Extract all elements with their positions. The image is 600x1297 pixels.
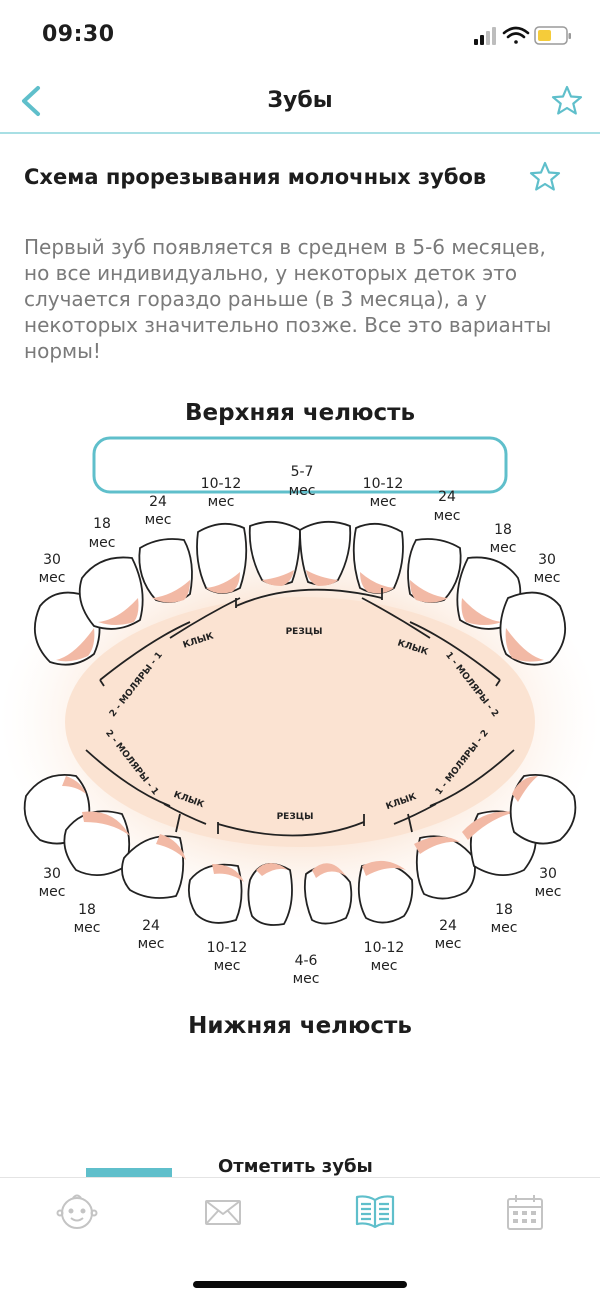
upper-tooth-central-left[interactable]	[248, 520, 301, 586]
svg-text:мес: мес	[293, 971, 320, 987]
back-chevron-icon[interactable]	[14, 82, 48, 120]
teeth-diagram: РЕЗЦЫ КЛЫК КЛЫК 2 - МОЛЯРЫ - 1 1 - МОЛЯР…	[0, 436, 600, 987]
lower-jaw-title: Нижняя челюсть	[188, 1013, 412, 1039]
svg-text:мес: мес	[491, 920, 518, 936]
baby-face-icon[interactable]	[55, 1192, 99, 1232]
svg-text:10-12: 10-12	[207, 940, 248, 956]
signal-icon	[474, 27, 496, 45]
upper-age-canine-left: 24 мес	[145, 494, 172, 528]
favorite-star-icon[interactable]	[550, 84, 584, 118]
calendar-icon[interactable]	[503, 1192, 547, 1232]
lower-tooth-lateral-right[interactable]	[357, 860, 414, 924]
status-icons	[474, 26, 571, 45]
lower-tooth-canine-right[interactable]	[414, 835, 476, 900]
mark-teeth-label: Отметить зубы	[218, 1156, 373, 1177]
svg-text:мес: мес	[89, 535, 116, 551]
upper-tooth-lateral-right[interactable]	[352, 522, 404, 594]
svg-text:24: 24	[439, 918, 457, 934]
svg-text:30: 30	[43, 552, 61, 568]
upper-age-lateral-left: 10-12 мес	[201, 476, 242, 510]
tab-bar	[0, 1177, 600, 1297]
upper-age-molar1-right: 18 мес	[490, 522, 517, 556]
svg-text:24: 24	[149, 494, 167, 510]
lower-age-lateral-right: 10-12 мес	[364, 940, 405, 974]
svg-text:4-6: 4-6	[295, 953, 318, 969]
upper-tooth-lateral-left[interactable]	[196, 522, 248, 594]
upper-age-central: 5-7 мес	[289, 464, 316, 499]
lower-age-molar1-right: 18 мес	[491, 902, 518, 936]
svg-text:18: 18	[494, 522, 512, 538]
selected-tooth-frame[interactable]	[92, 436, 508, 494]
svg-text:мес: мес	[138, 936, 165, 952]
svg-text:мес: мес	[490, 540, 517, 556]
lower-age-lateral-left: 10-12 мес	[207, 940, 248, 974]
lower-age-molar2-right: 30 мес	[535, 866, 562, 900]
upper-age-molar2-right: 30 мес	[534, 552, 561, 586]
svg-text:10-12: 10-12	[201, 476, 242, 492]
svg-text:18: 18	[495, 902, 513, 918]
home-indicator	[193, 1281, 407, 1288]
lower-age-molar2-left: 30 мес	[39, 866, 66, 900]
article-favorite-star-icon[interactable]	[528, 160, 562, 194]
svg-text:мес: мес	[535, 884, 562, 900]
open-book-icon[interactable]	[353, 1192, 397, 1232]
upper-tooth-central-right[interactable]	[299, 520, 352, 586]
wifi-icon	[502, 26, 530, 44]
svg-text:10-12: 10-12	[363, 476, 404, 492]
svg-text:мес: мес	[371, 958, 398, 974]
battery-icon	[534, 26, 571, 45]
upper-age-canine-right: 24 мес	[434, 489, 461, 524]
svg-text:мес: мес	[74, 920, 101, 936]
svg-text:18: 18	[93, 516, 111, 532]
lower-age-canine-right: 24 мес	[435, 918, 462, 952]
upper-age-molar2-left: 30 мес	[39, 552, 66, 586]
svg-text:мес: мес	[434, 508, 461, 524]
mark-teeth-accent-bar	[86, 1168, 172, 1178]
mark-teeth-button[interactable]: Отметить зубы	[0, 1150, 600, 1178]
svg-text:мес: мес	[214, 958, 241, 974]
page-title: Зубы	[267, 88, 333, 113]
svg-text:24: 24	[438, 489, 456, 505]
upper-age-molar1-left: 18 мес	[89, 516, 116, 551]
upper-age-lateral-right: 10-12 мес	[363, 476, 404, 510]
lower-age-molar1-left: 18 мес	[74, 902, 101, 936]
lower-tooth-central-right[interactable]	[303, 863, 353, 925]
svg-text:30: 30	[539, 866, 557, 882]
lower-tooth-canine-left[interactable]	[121, 834, 186, 899]
nav-bar: Зубы	[0, 70, 600, 134]
status-time: 09:30	[42, 22, 115, 47]
envelope-icon[interactable]	[201, 1192, 245, 1232]
upper-tooth-molar2-right[interactable]	[499, 591, 567, 666]
lower-tooth-central-left[interactable]	[247, 863, 293, 926]
svg-text:мес: мес	[145, 512, 172, 528]
svg-text:5-7: 5-7	[291, 464, 314, 480]
svg-text:мес: мес	[370, 494, 397, 510]
svg-text:30: 30	[43, 866, 61, 882]
upper-tooth-canine-left[interactable]	[138, 538, 193, 603]
upper-tooth-canine-right[interactable]	[407, 538, 462, 603]
svg-text:30: 30	[538, 552, 556, 568]
svg-text:мес: мес	[289, 483, 316, 499]
svg-text:мес: мес	[208, 494, 235, 510]
svg-text:мес: мес	[39, 570, 66, 586]
svg-text:18: 18	[78, 902, 96, 918]
palate-oval	[65, 597, 535, 847]
svg-text:мес: мес	[534, 570, 561, 586]
lower-tooth-lateral-left[interactable]	[187, 863, 244, 924]
lower-age-canine-left: 24 мес	[138, 918, 165, 952]
svg-text:мес: мес	[39, 884, 66, 900]
upper-incisors-label: РЕЗЦЫ	[286, 627, 323, 637]
article-intro: Первый зуб появляется в среднем в 5-6 ме…	[24, 235, 552, 363]
svg-text:мес: мес	[435, 936, 462, 952]
lower-age-central: 4-6 мес	[293, 953, 320, 987]
status-bar: 09:30	[0, 0, 600, 70]
svg-text:10-12: 10-12	[364, 940, 405, 956]
lower-incisors-label: РЕЗЦЫ	[277, 812, 314, 822]
lower-tooth-molar1-left[interactable]	[63, 810, 131, 876]
lower-tooth-molar2-right[interactable]	[509, 774, 577, 845]
upper-tooth-molar1-left[interactable]	[78, 556, 144, 630]
svg-text:24: 24	[142, 918, 160, 934]
article-title: Схема прорезывания молочных зубов	[24, 165, 487, 189]
upper-jaw-title: Верхняя челюсть	[185, 400, 415, 426]
